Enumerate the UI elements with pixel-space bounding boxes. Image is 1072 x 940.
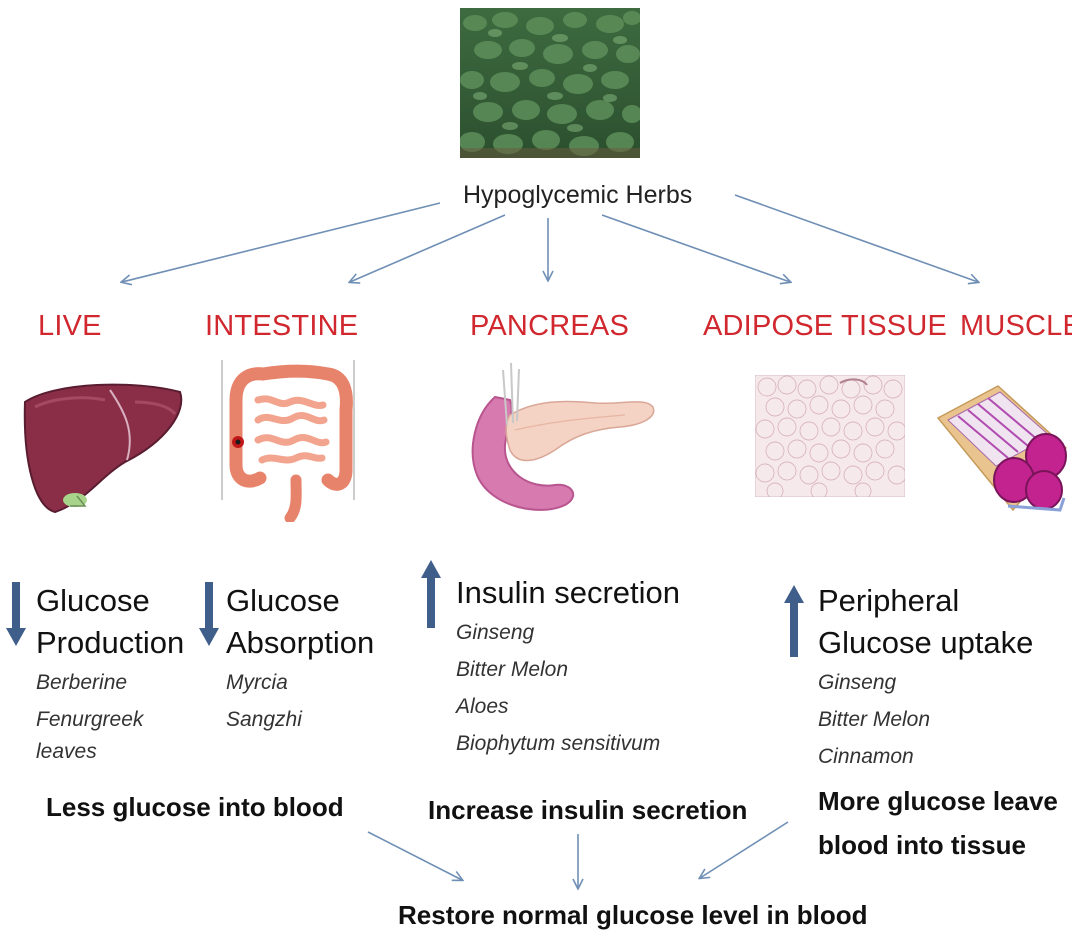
herb-name: Biophytum sensitivum bbox=[456, 725, 736, 762]
herb-name: Berberine bbox=[36, 664, 206, 701]
effect-line: Production bbox=[36, 622, 206, 664]
liver-icon bbox=[15, 372, 190, 520]
summary-increase-insulin: Increase insulin secretion bbox=[428, 795, 747, 826]
arrow-to-intestine bbox=[350, 215, 505, 282]
up-arrow-icon bbox=[784, 585, 804, 657]
effect-line: Absorption bbox=[226, 622, 406, 664]
effect-line: Insulin secretion bbox=[456, 572, 736, 614]
muscle-icon bbox=[928, 378, 1068, 518]
herb-name: Sangzhi bbox=[226, 701, 406, 738]
organ-label-intestine: INTESTINE bbox=[205, 310, 358, 343]
effect-line: Glucose bbox=[36, 580, 206, 622]
herb-field-photo bbox=[460, 8, 640, 158]
organ-label-pancreas: PANCREAS bbox=[470, 310, 629, 343]
adipose-tissue-icon bbox=[755, 375, 905, 497]
down-arrow-icon bbox=[6, 582, 26, 646]
effect-glucose-absorption: Glucose Absorption Myrcia Sangzhi bbox=[226, 580, 406, 738]
organ-label-liver: LIVE bbox=[38, 310, 102, 343]
effect-glucose-uptake: Peripheral Glucose uptake Ginseng Bitter… bbox=[818, 580, 1058, 775]
summary-less-glucose: Less glucose into blood bbox=[46, 792, 344, 823]
pancreas-icon bbox=[455, 355, 660, 525]
organ-label-muscle: MUSCLE bbox=[960, 310, 1072, 343]
herb-name: Myrcia bbox=[226, 664, 406, 701]
herb-name: Aloes bbox=[456, 688, 736, 725]
arrow-to-adipose bbox=[602, 215, 790, 282]
center-title: Hypoglycemic Herbs bbox=[463, 181, 692, 210]
conclusion-text: Restore normal glucose level in blood bbox=[398, 900, 868, 931]
organ-label-adipose-tissue: ADIPOSE TISSUE bbox=[703, 310, 947, 343]
arrow-to-muscle bbox=[735, 195, 978, 282]
herb-name: Fenurgreek bbox=[36, 701, 206, 738]
herb-name: Cinnamon bbox=[818, 738, 1058, 775]
effect-line: Peripheral bbox=[818, 580, 1058, 622]
effect-glucose-production: Glucose Production Berberine Fenurgreek … bbox=[36, 580, 206, 766]
arrow-right-to-conclusion bbox=[700, 822, 788, 878]
effect-line: Glucose uptake bbox=[818, 622, 1058, 664]
herb-name: Ginseng bbox=[818, 664, 1058, 701]
arrow-left-to-conclusion bbox=[368, 832, 462, 880]
effect-line: Glucose bbox=[226, 580, 406, 622]
summary-more-glucose-line1: More glucose leave bbox=[818, 786, 1058, 817]
arrow-to-liver bbox=[122, 203, 440, 282]
summary-more-glucose-line2: blood into tissue bbox=[818, 830, 1026, 861]
intestine-icon bbox=[218, 360, 358, 522]
herb-name: Ginseng bbox=[456, 614, 736, 651]
up-arrow-icon bbox=[421, 560, 441, 628]
herb-name: Bitter Melon bbox=[818, 701, 1058, 738]
herb-name: Bitter Melon bbox=[456, 651, 736, 688]
effect-insulin-secretion: Insulin secretion Ginseng Bitter Melon A… bbox=[456, 572, 736, 762]
herb-name: leaves bbox=[36, 738, 206, 766]
